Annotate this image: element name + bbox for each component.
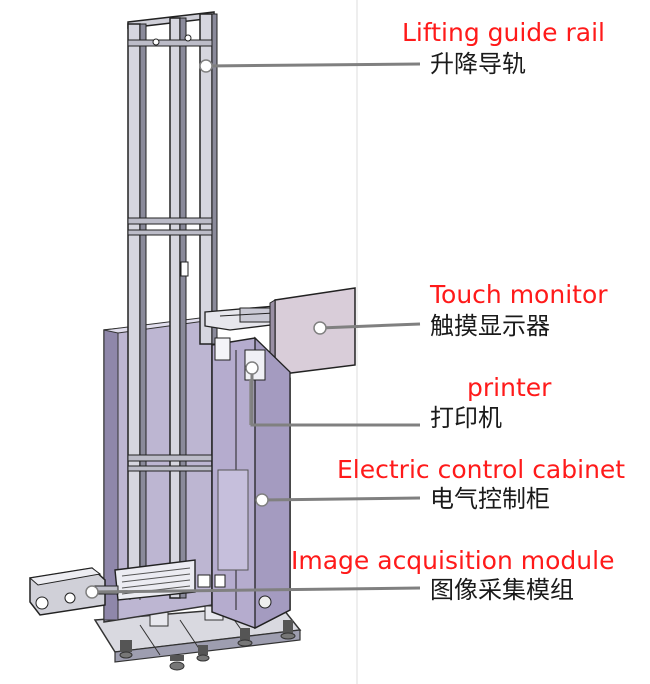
casters <box>119 620 296 671</box>
printer-label-en: printer <box>467 373 552 402</box>
touch-monitor-drawing <box>269 287 356 376</box>
acquisition-label-zh: 图像采集模组 <box>430 576 574 604</box>
monitor-label-en: Touch monitor <box>430 280 608 309</box>
printer-label-zh: 打印机 <box>430 404 502 432</box>
cabinet-label-en: Electric control cabinet <box>337 455 626 484</box>
leader-anchor-dots <box>85 59 327 599</box>
monitor-label-zh: 触摸显示器 <box>430 312 550 340</box>
guide-rail-label-zh: 升降导轨 <box>430 50 526 78</box>
leader-lines <box>91 62 421 594</box>
control-cabinet-drawing <box>197 336 291 630</box>
cabinet-label-zh: 电气控制柜 <box>430 485 550 513</box>
acquisition-label-en: Image acquisition module <box>291 546 615 575</box>
guide-rail-label-en: Lifting guide rail <box>402 18 605 47</box>
